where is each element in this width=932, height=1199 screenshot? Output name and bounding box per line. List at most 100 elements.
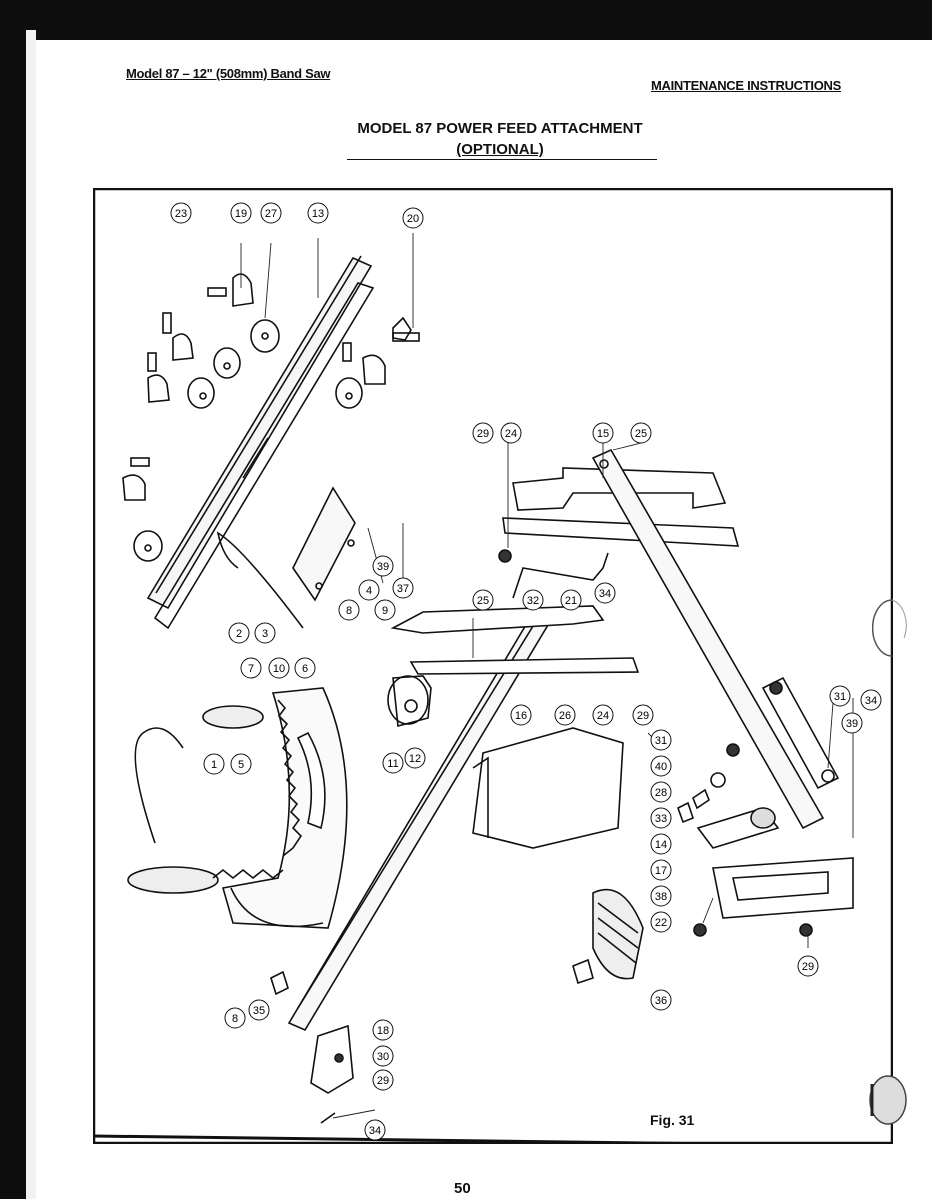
svg-text:29: 29 — [377, 1075, 389, 1087]
svg-text:4: 4 — [366, 585, 372, 597]
callout-4: 4 — [358, 579, 380, 601]
svg-text:3: 3 — [262, 628, 268, 640]
callout-25b: 25 — [472, 589, 494, 611]
punch-hole-artifact — [872, 599, 907, 657]
svg-text:2: 2 — [236, 628, 242, 640]
callout-23: 23 — [170, 202, 192, 224]
parts-drawing — [122, 255, 854, 1124]
callout-31b: 31 — [829, 685, 851, 707]
page-number: 50 — [454, 1180, 471, 1197]
svg-text:34: 34 — [865, 695, 877, 707]
svg-text:9: 9 — [382, 605, 388, 617]
callout-24: 24 — [500, 422, 522, 444]
callout-24b: 24 — [592, 704, 614, 726]
svg-text:5: 5 — [238, 759, 244, 771]
svg-text:34: 34 — [369, 1125, 381, 1137]
svg-text:13: 13 — [312, 208, 324, 220]
callout-19: 19 — [230, 202, 252, 224]
svg-text:1: 1 — [211, 759, 217, 771]
callout-11: 11 — [382, 752, 404, 774]
diagram-frame — [93, 188, 893, 1144]
callout-2: 2 — [228, 622, 250, 644]
svg-text:8: 8 — [346, 605, 352, 617]
svg-text:26: 26 — [559, 710, 571, 722]
callout-7: 7 — [240, 657, 262, 679]
callout-13: 13 — [307, 202, 329, 224]
svg-text:35: 35 — [253, 1005, 265, 1017]
svg-text:25: 25 — [477, 595, 489, 607]
callout-20: 20 — [402, 207, 424, 229]
svg-text:40: 40 — [655, 761, 667, 773]
page-title: MODEL 87 POWER FEED ATTACHMENT — [357, 120, 643, 137]
callout-9: 9 — [374, 599, 396, 621]
svg-text:29: 29 — [477, 428, 489, 440]
exploded-parts-diagram: 23 19 27 13 20 29 24 15 25 39 37 2 3 8 4… — [93, 188, 893, 1144]
running-header-section: MAINTENANCE INSTRUCTIONS — [651, 78, 841, 93]
callout-17: 17 — [650, 859, 672, 881]
callout-6: 6 — [294, 657, 316, 679]
svg-text:11: 11 — [387, 758, 398, 770]
svg-text:12: 12 — [409, 753, 421, 765]
figure-caption: Fig. 31 — [650, 1112, 695, 1128]
callout-16: 16 — [510, 704, 532, 726]
svg-text:6: 6 — [302, 663, 308, 675]
svg-text:28: 28 — [655, 787, 667, 799]
callout-14: 14 — [650, 833, 672, 855]
svg-text:39: 39 — [377, 561, 389, 573]
svg-text:34: 34 — [599, 588, 611, 600]
callout-22: 22 — [650, 911, 672, 933]
svg-text:18: 18 — [377, 1025, 389, 1037]
callout-29b: 29 — [632, 704, 654, 726]
callout-36: 36 — [650, 989, 672, 1011]
svg-text:24: 24 — [597, 710, 609, 722]
callout-12: 12 — [404, 747, 426, 769]
callout-29c: 29 — [797, 955, 819, 977]
callout-26: 26 — [554, 704, 576, 726]
callout-10: 10 — [268, 657, 290, 679]
svg-text:21: 21 — [565, 595, 577, 607]
callout-29d: 29 — [372, 1069, 394, 1091]
callout-30: 30 — [372, 1045, 394, 1067]
callout-34c: 34 — [364, 1119, 386, 1141]
svg-text:20: 20 — [407, 213, 419, 225]
callout-5: 5 — [230, 753, 252, 775]
callout-27: 27 — [260, 202, 282, 224]
scan-left-strip — [26, 30, 36, 1199]
callout-34: 34 — [594, 582, 616, 604]
svg-text:30: 30 — [377, 1051, 389, 1063]
callout-33: 33 — [650, 807, 672, 829]
svg-text:27: 27 — [265, 208, 277, 220]
svg-text:36: 36 — [655, 995, 667, 1007]
svg-text:39: 39 — [846, 718, 858, 730]
svg-text:37: 37 — [397, 583, 409, 595]
scan-top-shadow — [0, 0, 932, 40]
callout-29: 29 — [472, 422, 494, 444]
callout-31: 31 — [650, 729, 672, 751]
title-underline — [347, 159, 657, 160]
part-callouts: 23 19 27 13 20 29 24 15 25 39 37 2 3 8 4… — [170, 202, 882, 1141]
svg-text:19: 19 — [235, 208, 247, 220]
svg-text:29: 29 — [802, 961, 814, 973]
scan-left-shadow — [0, 0, 26, 1199]
svg-text:16: 16 — [515, 710, 527, 722]
callout-39: 39 — [372, 555, 394, 577]
svg-text:25: 25 — [635, 428, 647, 440]
callout-21: 21 — [560, 589, 582, 611]
callout-3: 3 — [254, 622, 276, 644]
callout-38: 38 — [650, 885, 672, 907]
svg-text:22: 22 — [655, 917, 667, 929]
callout-35: 35 — [248, 999, 270, 1021]
svg-text:17: 17 — [655, 865, 667, 877]
svg-text:31: 31 — [834, 691, 846, 703]
svg-text:15: 15 — [597, 428, 609, 440]
callout-8: 8 — [338, 599, 360, 621]
callout-34b: 34 — [860, 689, 882, 711]
svg-text:23: 23 — [175, 208, 187, 220]
svg-text:7: 7 — [248, 663, 254, 675]
callout-1: 1 — [203, 753, 225, 775]
callout-15: 15 — [592, 422, 614, 444]
svg-text:14: 14 — [655, 839, 667, 851]
callout-32: 32 — [522, 589, 544, 611]
svg-text:29: 29 — [637, 710, 649, 722]
callout-28: 28 — [650, 781, 672, 803]
